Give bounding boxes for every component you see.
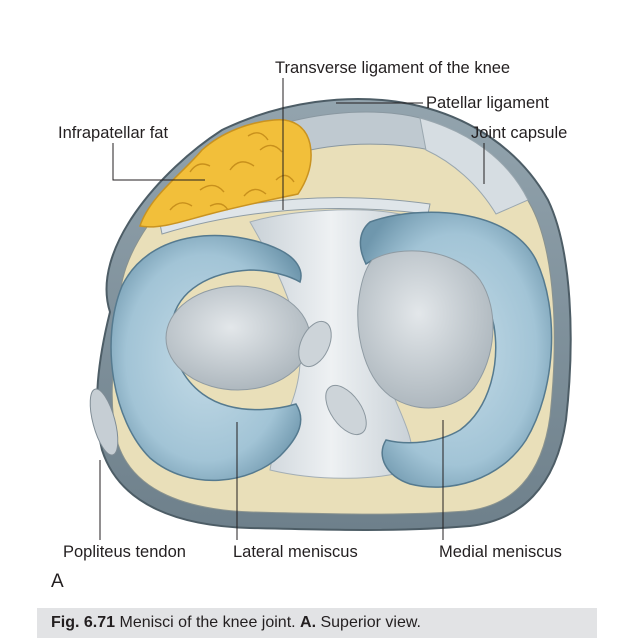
infrapatellar-fat-shape [139,118,312,228]
label-popliteus-tendon: Popliteus tendon [63,543,186,561]
caption-panel: A. [300,614,317,631]
fat-lobules [169,132,295,211]
leader-lines [99,78,485,540]
caption-title: Menisci of the knee joint. [119,614,296,631]
label-joint-capsule: Joint capsule [471,124,568,142]
label-medial-meniscus: Medial meniscus [439,543,562,561]
caption-fig-number: Fig. 6.71 [51,614,116,631]
label-lateral-meniscus: Lateral meniscus [233,543,358,561]
label-infrapatellar-fat: Infrapatellar fat [58,124,169,142]
caption-bar: Fig. 6.71 Menisci of the knee joint. A. … [37,608,597,638]
joint-capsule-fibers [419,117,529,215]
lateral-meniscus-horn-oval [298,320,332,368]
caption-view: Superior view. [320,614,421,631]
figure-caption: Fig. 6.71 Menisci of the knee joint. A. … [51,614,421,632]
posterior-horn-oval [325,385,367,435]
leader-infrapatellar-fat [112,143,205,181]
medial-cartilage [357,250,494,409]
popliteus-tendon-shape [89,388,119,456]
panel-letter: A [51,571,64,592]
lateral-meniscus-shape [110,234,302,482]
label-transverse-ligament: Transverse ligament of the knee [275,59,511,77]
label-patellar-ligament: Patellar ligament [426,94,549,112]
lateral-cartilage [165,285,311,391]
